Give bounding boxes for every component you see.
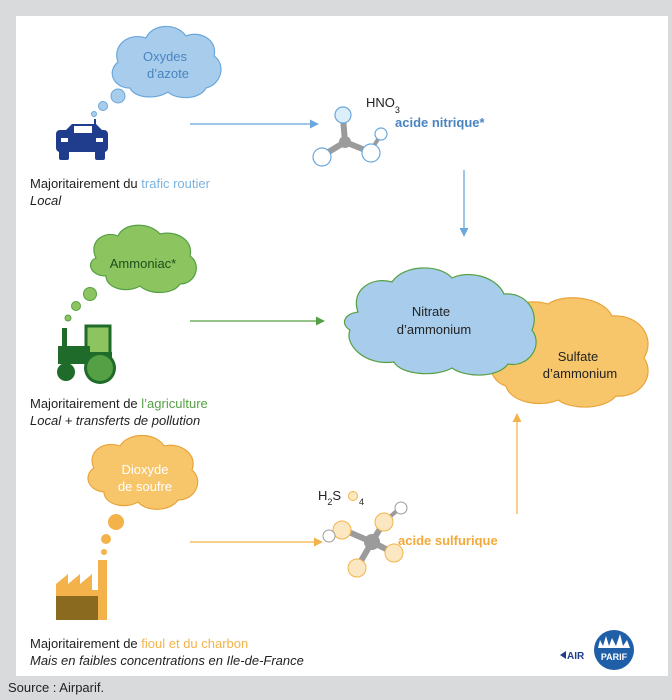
nox-cloud-line1: Oxydes <box>143 49 188 64</box>
source-note: Source : Airparif. <box>8 680 105 695</box>
nitric-acid-label: acide nitrique* <box>395 115 486 130</box>
sulfuric-formula-o-icon <box>348 491 358 501</box>
nitric-formula-main: HNO <box>366 95 395 110</box>
source-fuel-caption: Majoritairement de fioul et du charbon M… <box>30 635 304 669</box>
sulfuric-formula-h: H <box>318 488 327 503</box>
nitrate-line1: Nitrate <box>412 304 450 319</box>
sulfuric-formula-s: S <box>332 488 341 503</box>
airparif-logo: AIR PARIF <box>560 630 634 670</box>
sulfuric-formula-o-sub: 4 <box>359 497 364 507</box>
sulfuric-formula-h-sub: 2 <box>327 497 332 507</box>
source-agriculture-scope: Local + transferts de pollution <box>30 413 201 428</box>
factory-icon <box>56 560 107 620</box>
source-traffic-prefix: Majoritairement du <box>30 176 142 191</box>
source-traffic-highlight: trafic routier <box>141 176 210 191</box>
nitric-formula: HNO3 <box>366 95 400 115</box>
so2-puff-small <box>101 549 107 555</box>
ammoniac-cloud: Ammoniac* <box>89 224 197 294</box>
sulfate-line2: d’ammonium <box>543 366 617 381</box>
sulfuric-acid-molecule <box>322 501 408 578</box>
source-traffic-caption: Majoritairement du trafic routier Local <box>30 175 210 209</box>
nox-cloud: Oxydes d’azote <box>111 25 222 99</box>
nox-puff-large <box>110 88 126 104</box>
ammoniac-puff-medium <box>71 301 81 311</box>
so2-cloud-line1: Dioxyde <box>122 462 169 477</box>
nox-cloud-line2: d’azote <box>147 66 189 81</box>
logo-arrow-icon <box>560 651 566 659</box>
nox-puff-small <box>91 111 97 117</box>
so2-puff-medium <box>101 534 111 544</box>
car-icon <box>56 119 108 160</box>
sulfuric-formula: H2S <box>318 488 341 507</box>
nox-puff-medium <box>98 101 108 111</box>
source-agriculture-prefix: Majoritairement de <box>30 396 142 411</box>
logo-skyline-icon <box>598 634 630 648</box>
so2-puff-large <box>108 514 124 530</box>
nitrate-cloud: Nitrate d’ammonium <box>343 267 537 376</box>
nitrate-line2: d’ammonium <box>397 322 471 337</box>
source-traffic-scope: Local <box>30 193 62 208</box>
source-agriculture-line1: Majoritairement de l’agriculture <box>30 395 208 412</box>
nitric-formula-sub: 3 <box>395 105 400 115</box>
sulfuric-acid-label: acide sulfurique <box>398 533 498 548</box>
source-fuel-prefix: Majoritairement de <box>30 636 142 651</box>
logo-disc <box>594 630 634 670</box>
ammoniac-puff-large <box>83 287 97 301</box>
sulfate-line1: Sulfate <box>558 349 598 364</box>
so2-cloud-line2: de soufre <box>118 479 172 494</box>
source-agriculture-highlight: l’agriculture <box>141 396 208 411</box>
source-agriculture-caption: Majoritairement de l’agriculture Local +… <box>30 395 208 429</box>
ammoniac-cloud-label: Ammoniac* <box>110 256 176 271</box>
logo-air-text: AIR <box>567 651 585 662</box>
source-fuel-scope: Mais en faibles concentrations en Ile-de… <box>30 653 304 668</box>
source-fuel-line1: Majoritairement de fioul et du charbon <box>30 635 304 652</box>
so2-cloud: Dioxyde de soufre <box>87 434 199 510</box>
ammoniac-puff-small <box>64 314 72 322</box>
logo-parif-text: PARIF <box>601 652 628 662</box>
tractor-icon <box>57 324 116 384</box>
nitric-acid-molecule <box>312 106 388 167</box>
source-traffic-line1: Majoritairement du trafic routier <box>30 175 210 192</box>
source-fuel-highlight: fioul et du charbon <box>141 636 249 651</box>
